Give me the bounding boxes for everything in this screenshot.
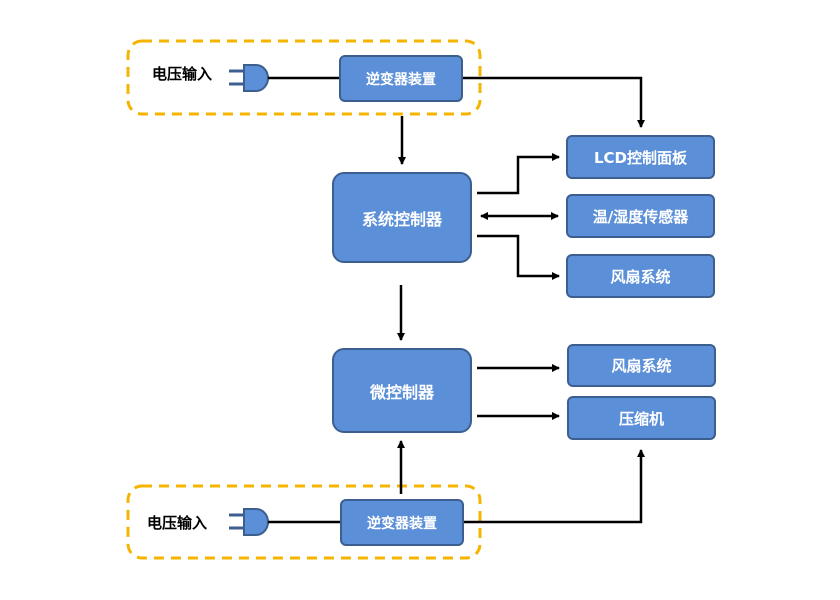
arrow-bottom-inverter-to-compressor	[464, 449, 645, 524]
bottom-input-group-border	[126, 484, 482, 560]
top-inverter-box: 逆变器装置	[339, 55, 463, 102]
bottom-plug-icon	[229, 508, 269, 536]
fan-system-box-1: 风扇系统	[566, 254, 715, 298]
bottom-voltage-input-label: 电压输入	[147, 514, 208, 532]
compressor-box: 压缩机	[567, 396, 716, 440]
arrow-inverter-to-lcd	[462, 76, 645, 128]
lcd-panel-box: LCD控制面板	[566, 135, 715, 179]
top-voltage-input-label: 电压输入	[152, 65, 213, 83]
arrow-system-controller-to-lcd	[477, 153, 560, 195]
top-input-group-border	[126, 39, 482, 116]
arrow-system-controller-to-fan-1	[477, 234, 560, 280]
fan-system-box-2: 风扇系统	[567, 344, 716, 387]
temp-humidity-sensor-box: 温/湿度传感器	[566, 194, 715, 238]
system-controller-box: 系统控制器	[332, 172, 472, 263]
bottom-inverter-box: 逆变器装置	[340, 499, 464, 546]
micro-controller-box: 微控制器	[332, 348, 472, 433]
top-plug-icon	[229, 64, 269, 92]
